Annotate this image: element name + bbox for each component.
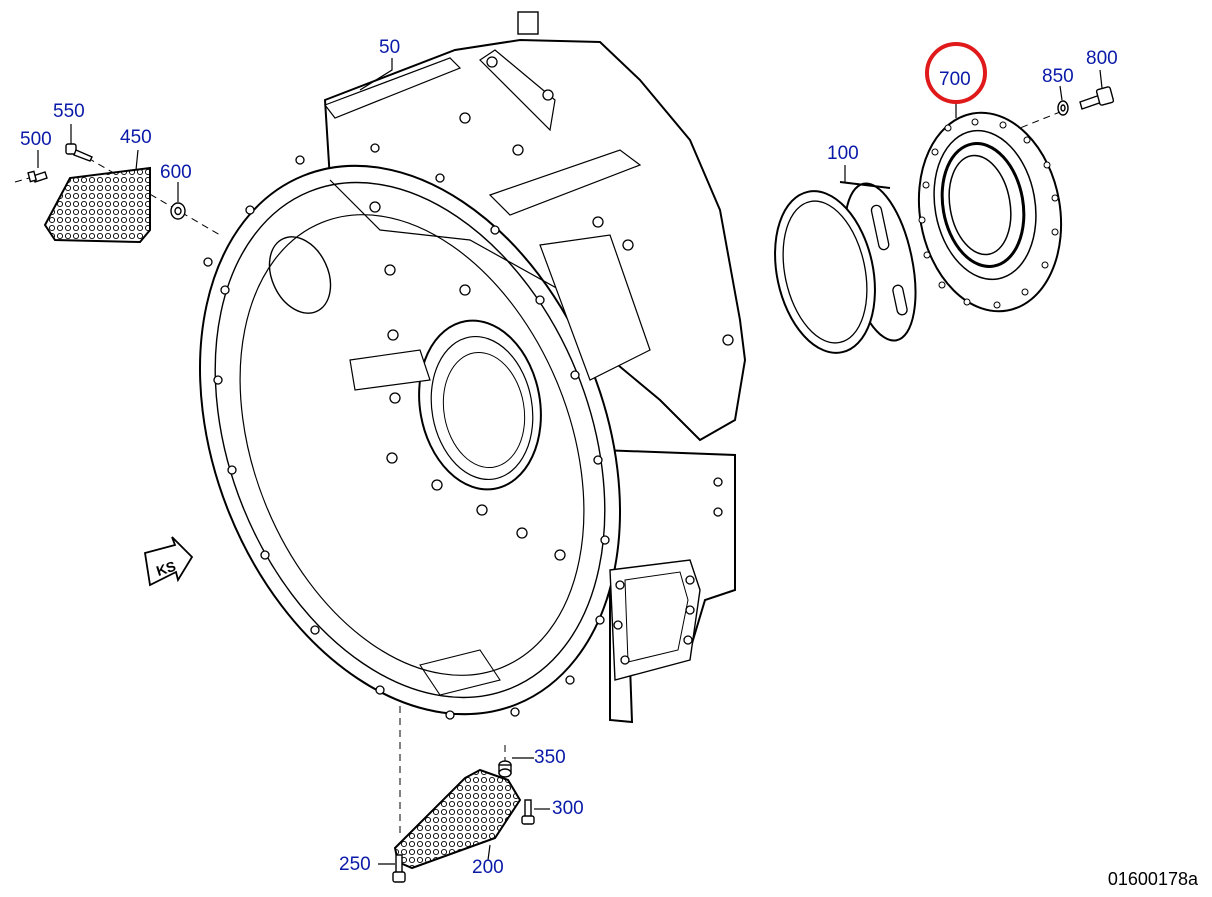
- sleeve-ring-100[interactable]: [761, 177, 928, 362]
- callout-450[interactable]: 450: [120, 127, 152, 148]
- screw-300[interactable]: [521, 799, 535, 825]
- document-id: 01600178a: [1107, 869, 1198, 889]
- callout-300[interactable]: 300: [552, 798, 584, 819]
- callout-350[interactable]: 350: [534, 747, 566, 768]
- ks-marker-label: KS: [154, 558, 177, 579]
- ks-direction-marker: KS: [143, 536, 194, 587]
- leader-lines: [14, 111, 1061, 835]
- highlight-circle: [925, 42, 987, 104]
- nut-600[interactable]: [170, 202, 186, 220]
- bolt-800[interactable]: [1079, 86, 1115, 110]
- callout-600[interactable]: 600: [160, 162, 192, 183]
- callout-850[interactable]: 850: [1042, 66, 1074, 87]
- callout-500[interactable]: 500: [20, 129, 52, 150]
- callout-700[interactable]: 700: [939, 69, 971, 90]
- washer-850[interactable]: [1057, 100, 1069, 116]
- callout-250[interactable]: 250: [339, 854, 371, 875]
- bolt-250[interactable]: [392, 854, 406, 883]
- callout-200[interactable]: 200: [472, 857, 504, 878]
- callout-leaders: [37, 58, 1103, 865]
- callout-550[interactable]: 550: [53, 101, 85, 122]
- seal-flange-700[interactable]: [904, 101, 1077, 322]
- callout-50[interactable]: 50: [379, 37, 401, 58]
- callout-800[interactable]: 800: [1086, 48, 1118, 69]
- screw-550[interactable]: [65, 143, 93, 162]
- callout-100[interactable]: 100: [827, 143, 859, 164]
- cover-plate-450[interactable]: [43, 166, 151, 244]
- housing-part-50[interactable]: [122, 11, 747, 777]
- sleeve-350[interactable]: [498, 760, 512, 778]
- bolt-500[interactable]: [27, 170, 48, 183]
- cover-plate-200[interactable]: [393, 768, 522, 870]
